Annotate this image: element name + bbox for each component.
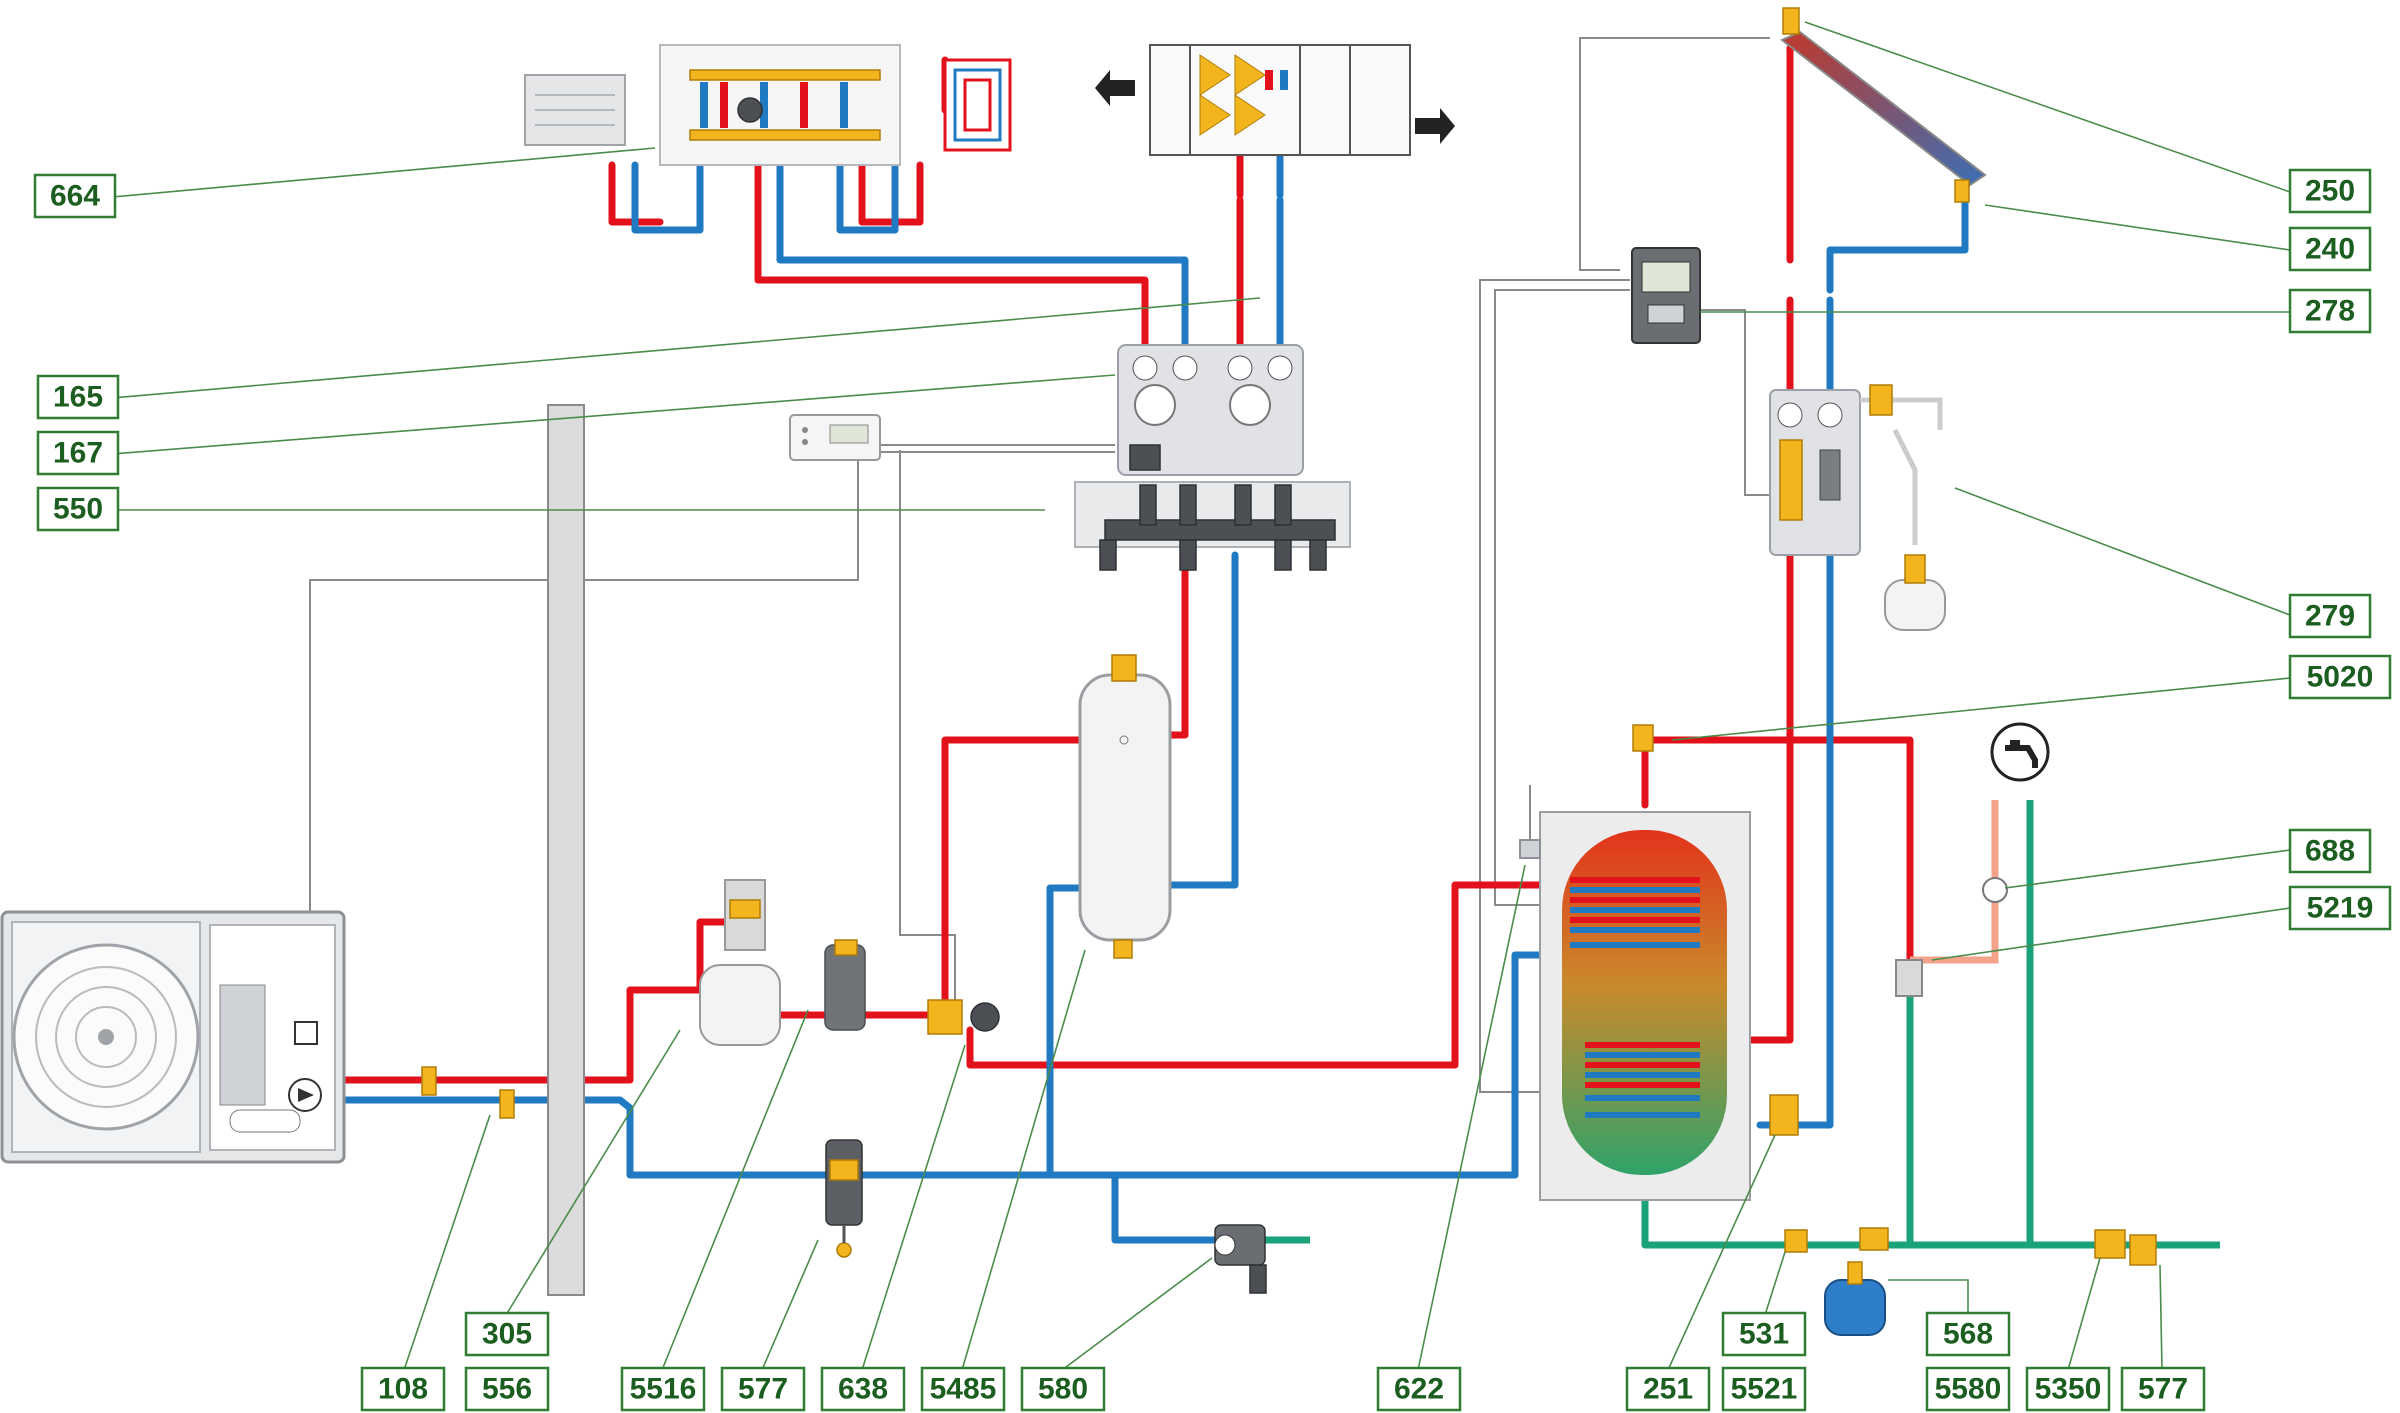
- label-165: 165: [36, 374, 120, 420]
- svg-text:5350: 5350: [2035, 1373, 2102, 1406]
- label-531: 531: [1721, 1311, 1807, 1357]
- svg-text:250: 250: [2305, 175, 2355, 208]
- label-577-left: 577: [720, 1366, 806, 1412]
- label-5521: 5521: [1721, 1366, 1807, 1412]
- heat-pump-icon: [0, 910, 346, 1164]
- solar-expansion-vessel: [1860, 384, 1946, 631]
- svg-text:5020: 5020: [2307, 661, 2374, 694]
- leader-lines: [111, 21, 2291, 1371]
- manifold-cabinet: [659, 44, 901, 166]
- svg-text:5580: 5580: [1935, 1373, 2002, 1406]
- svg-text:5521: 5521: [1731, 1373, 1798, 1406]
- label-251: 251: [1625, 1366, 1711, 1412]
- svg-text:5516: 5516: [630, 1373, 697, 1406]
- svg-text:664: 664: [50, 180, 100, 213]
- solar-pump-station: [1769, 389, 1861, 556]
- label-580: 580: [1020, 1366, 1106, 1412]
- svg-text:279: 279: [2305, 600, 2355, 633]
- svg-text:278: 278: [2305, 295, 2355, 328]
- air-handling-unit: [1095, 44, 1455, 156]
- domestic-water-pipes: [1265, 800, 2220, 1249]
- building-wall: [547, 404, 585, 1296]
- svg-text:568: 568: [1943, 1318, 1993, 1351]
- air-vent: [1632, 724, 1654, 752]
- label-556: 556: [464, 1366, 550, 1412]
- label-167: 167: [36, 430, 120, 476]
- svg-text:108: 108: [378, 1373, 428, 1406]
- svg-text:580: 580: [1038, 1373, 1088, 1406]
- safety-relief-valve: [1769, 1094, 1799, 1136]
- svg-text:638: 638: [838, 1373, 888, 1406]
- hydraulic-separator-manifold: [1074, 481, 1351, 571]
- isolation-valve: [421, 1066, 515, 1119]
- hot-pipes: [336, 44, 1914, 1084]
- label-5485: 5485: [920, 1366, 1006, 1412]
- label-5020: 5020: [2288, 654, 2392, 700]
- svg-text:577: 577: [2138, 1373, 2188, 1406]
- label-577-right: 577: [2120, 1366, 2206, 1412]
- fan-coil-unit: [524, 74, 626, 146]
- label-5580: 5580: [1925, 1366, 2011, 1412]
- filling-unit: [1214, 1224, 1267, 1294]
- svg-text:305: 305: [482, 1318, 532, 1351]
- expansion-vessel-dhw: [1824, 1261, 1886, 1336]
- label-305: 305: [464, 1311, 550, 1357]
- label-278: 278: [2288, 288, 2372, 334]
- dirt-separator: [824, 939, 866, 1031]
- buffer-tank: [1078, 654, 1172, 959]
- dhw-cylinder: [1519, 811, 1751, 1201]
- svg-text:688: 688: [2305, 835, 2355, 868]
- thermostatic-mixer: [1895, 877, 2008, 997]
- label-240: 240: [2288, 226, 2372, 272]
- label-550: 550: [36, 486, 120, 532]
- label-568: 568: [1925, 1311, 2011, 1357]
- svg-text:556: 556: [482, 1373, 532, 1406]
- expansion-vessel: [699, 879, 781, 1046]
- svg-text:550: 550: [53, 493, 103, 526]
- label-5516: 5516: [620, 1366, 706, 1412]
- magnetic-filter: [825, 1139, 863, 1258]
- lower-coil: [1585, 1042, 1700, 1118]
- label-5219: 5219: [2288, 885, 2392, 931]
- label-5350: 5350: [2025, 1366, 2111, 1412]
- svg-text:577: 577: [738, 1373, 788, 1406]
- svg-text:622: 622: [1394, 1373, 1444, 1406]
- svg-text:167: 167: [53, 437, 103, 470]
- label-622: 622: [1376, 1366, 1462, 1412]
- svg-text:165: 165: [53, 381, 103, 414]
- svg-text:531: 531: [1739, 1318, 1789, 1351]
- floor-heating-loop: [943, 58, 1012, 152]
- label-108: 108: [360, 1366, 446, 1412]
- solar-collector-icon: [1780, 7, 1987, 203]
- svg-text:5219: 5219: [2307, 892, 2374, 925]
- svg-text:5485: 5485: [930, 1373, 997, 1406]
- label-279: 279: [2288, 593, 2372, 639]
- tap-icon: [1990, 722, 2050, 782]
- check-valve: [1784, 1227, 1889, 1253]
- label-638: 638: [820, 1366, 906, 1412]
- mixing-module: [1117, 344, 1304, 476]
- climate-controller: [789, 414, 881, 461]
- pressure-reducer: [2094, 1229, 2157, 1266]
- svg-text:251: 251: [1643, 1373, 1693, 1406]
- label-688: 688: [2288, 828, 2372, 874]
- solar-controller: [1631, 247, 1701, 344]
- three-way-valve: [927, 999, 1000, 1035]
- upper-coil: [1570, 877, 1700, 948]
- svg-text:240: 240: [2305, 233, 2355, 266]
- label-250: 250: [2288, 168, 2372, 214]
- label-664: 664: [33, 173, 117, 219]
